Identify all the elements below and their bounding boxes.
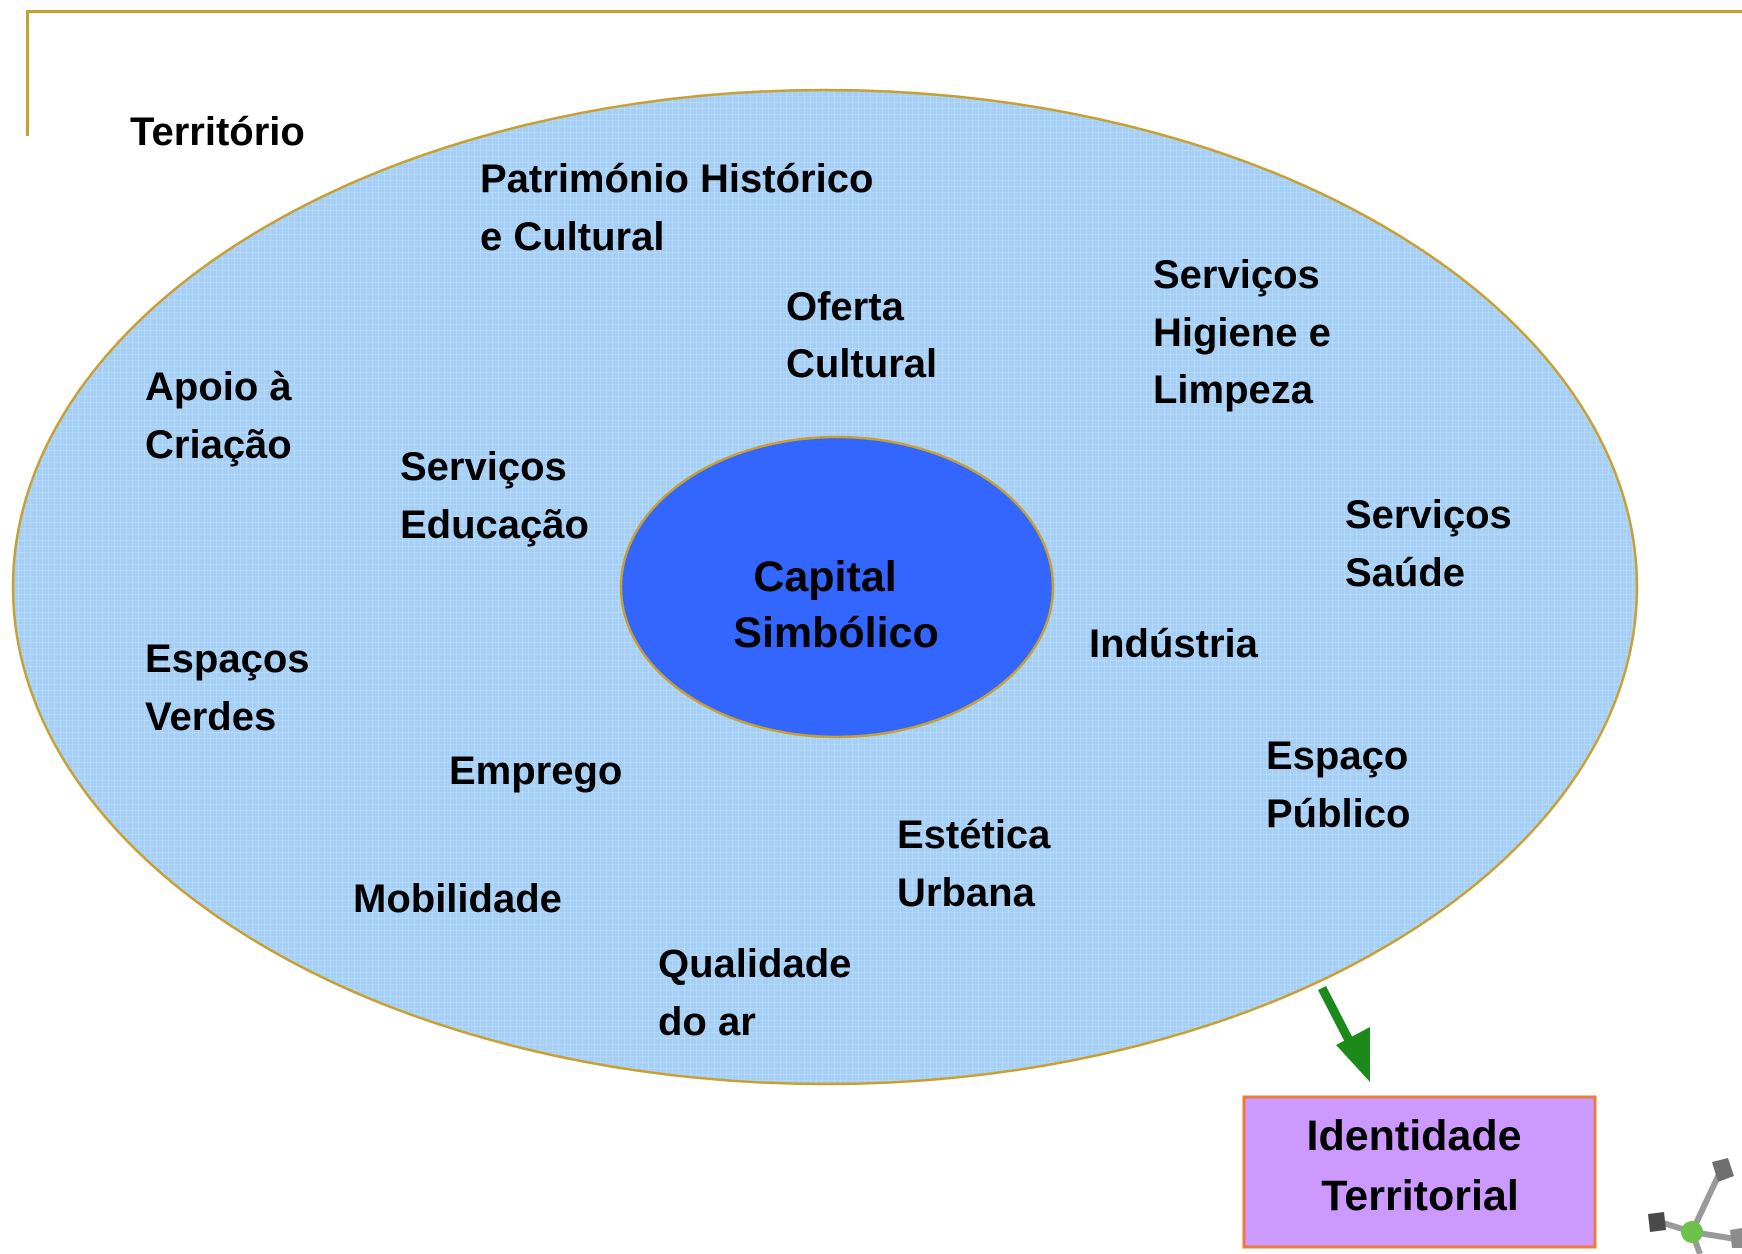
factor-mobilidade: Mobilidade [353,877,562,921]
factor-emprego: Emprego [449,749,622,793]
identidade-territorial-label: Identidade Territorial [1307,1112,1534,1220]
capital-simbolico-line-1: Capital [753,553,896,601]
identidade-territorial-box [1242,1095,1597,1249]
factor-estetica-urbana: Estética Urbana [897,813,1062,915]
capital-simbolico-line-2: Simbólico [733,609,938,657]
frame-top-line [26,10,1742,13]
factor-qualidade-ar: Qualidade do ar [658,942,863,1044]
frame-left-line [26,10,29,136]
factor-industria: Indústria [1089,622,1259,666]
territory-label: Território [130,110,305,154]
factor-espacos-verdes: Espaços Verdes [145,637,321,739]
factor-apoio-criacao: Apoio à Criação [145,365,303,467]
factor-oferta-cultural: Oferta Cultural [786,285,937,386]
molecule-logo [1648,1158,1742,1254]
arrow-down-icon [1318,985,1370,1082]
factor-servicos-saude: Serviços Saúde [1345,493,1523,595]
factor-espaco-publico: Espaço Público [1266,734,1419,836]
capital-simbolico-ellipse [619,435,1055,739]
capital-simbolico-label: Capital Simbólico [733,553,938,657]
factor-patrimonio: Património Histórico e Cultural [480,157,885,259]
factor-servicos-educacao: Serviços Educação [400,445,589,547]
factor-servicos-higiene: Serviços Higiene e Limpeza [1153,253,1342,412]
